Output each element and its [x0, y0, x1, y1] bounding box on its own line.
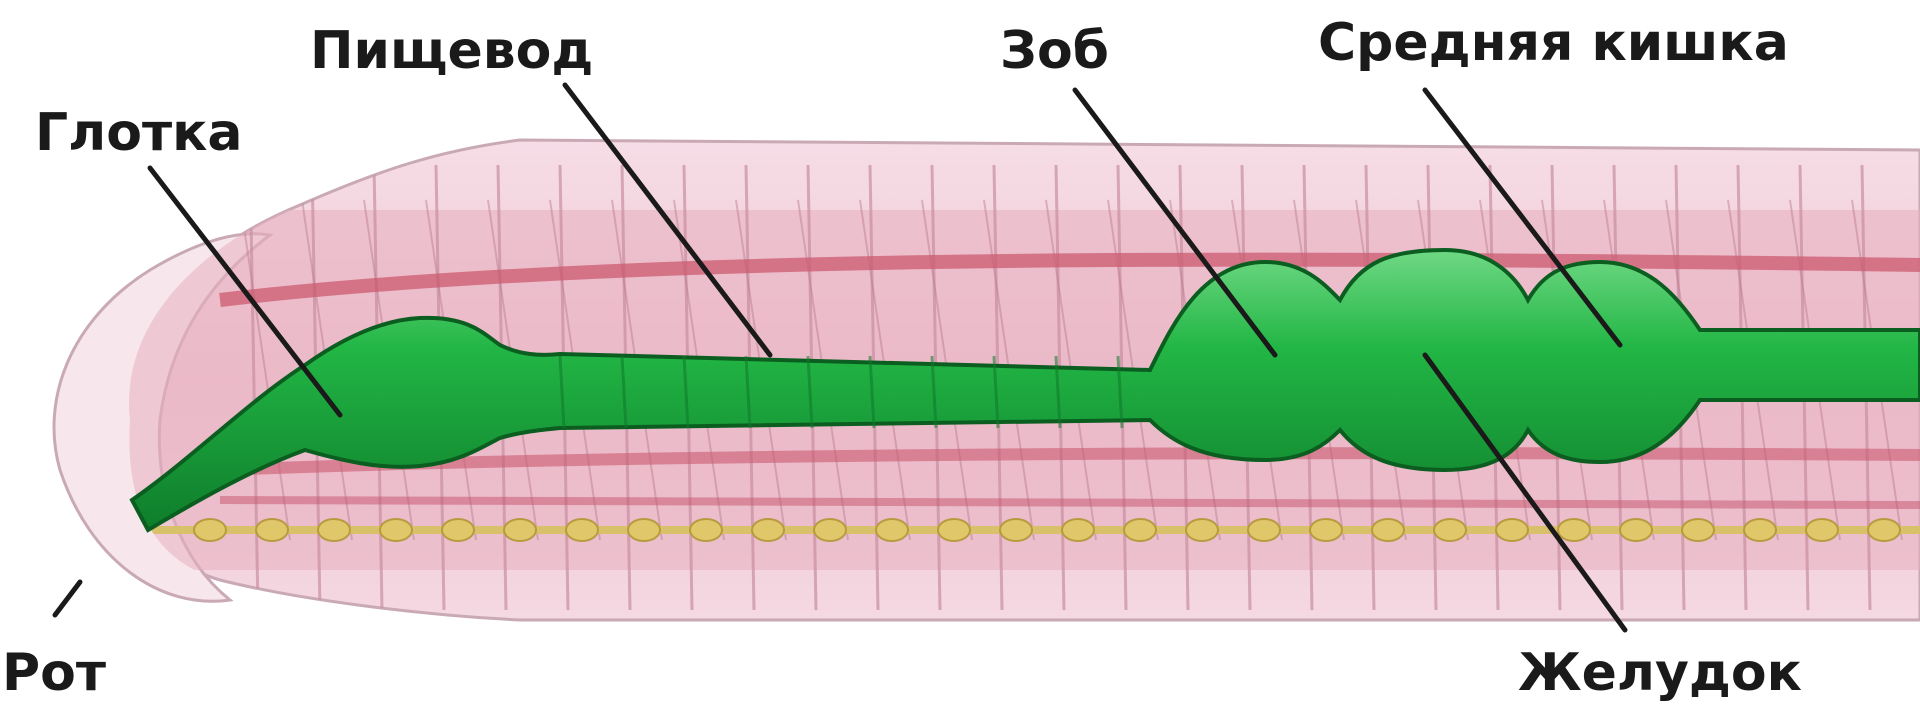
nerve-ganglion — [938, 519, 970, 541]
nerve-ganglion — [1744, 519, 1776, 541]
label-mouth: Рот — [2, 643, 106, 703]
nerve-ganglion — [504, 519, 536, 541]
nerve-ganglion — [1124, 519, 1156, 541]
nerve-ganglion — [752, 519, 784, 541]
label-pharynx: Глотка — [35, 103, 242, 163]
nerve-ganglion — [1248, 519, 1280, 541]
nerve-ganglion — [1000, 519, 1032, 541]
nerve-ganglion — [876, 519, 908, 541]
nerve-ganglion — [814, 519, 846, 541]
nerve-ganglion — [1310, 519, 1342, 541]
leader-mouth — [55, 582, 80, 615]
nerve-ganglion — [256, 519, 288, 541]
nerve-ganglion — [1558, 519, 1590, 541]
nerve-ganglion — [380, 519, 412, 541]
ventral-vessel — [220, 500, 1920, 505]
nerve-ganglion — [194, 519, 226, 541]
nerve-ganglion — [690, 519, 722, 541]
label-gizzard: Желудок — [1518, 643, 1802, 703]
nerve-ganglion — [1434, 519, 1466, 541]
nerve-ganglion — [442, 519, 474, 541]
nerve-ganglion — [1186, 519, 1218, 541]
nerve-ganglion — [1062, 519, 1094, 541]
nerve-ganglion — [1620, 519, 1652, 541]
label-midgut: Средняя кишка — [1318, 13, 1789, 73]
nerve-ganglion — [1806, 519, 1838, 541]
label-esophagus: Пищевод — [310, 21, 593, 81]
nerve-ganglion — [318, 519, 350, 541]
nerve-ganglion — [566, 519, 598, 541]
nerve-ganglion — [1372, 519, 1404, 541]
nerve-ganglion — [1496, 519, 1528, 541]
nerve-ganglion — [1682, 519, 1714, 541]
nerve-ganglion — [628, 519, 660, 541]
label-crop: Зоб — [1000, 21, 1109, 81]
nerve-ganglion — [1868, 519, 1900, 541]
